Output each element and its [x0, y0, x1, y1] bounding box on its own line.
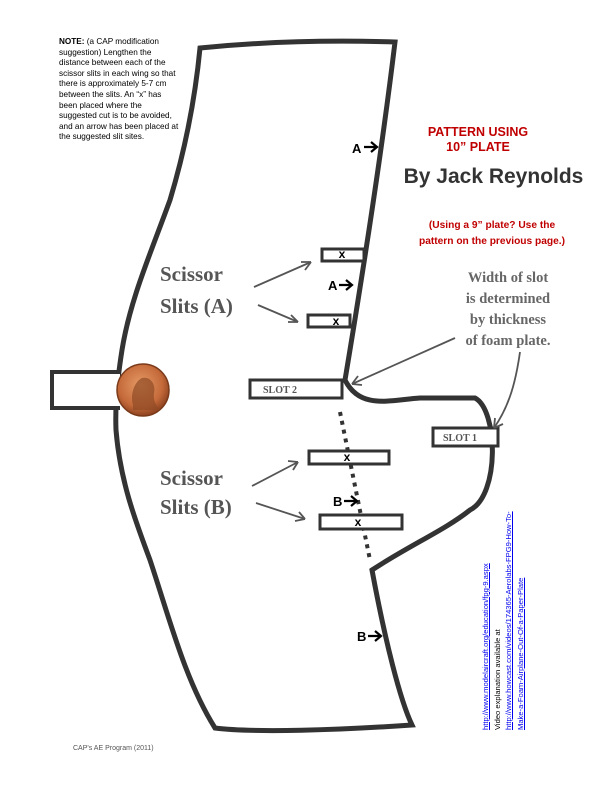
link-modelaircraft[interactable]: http://www.modelaircraft.org/education/f… [481, 563, 490, 730]
arrow-a-mid: A [328, 278, 354, 293]
scissor-slits-b-label-line1: Scissor [160, 466, 223, 490]
avoid-cut-x-b1: x [344, 450, 351, 464]
slot-2-label: SLOT 2 [263, 385, 297, 396]
scissor-slits-a-label-line2: Slits (A) [160, 294, 233, 318]
pattern-title-line1: PATTERN USING [427, 125, 529, 139]
pointer-arrow-slot1 [493, 351, 521, 429]
scissor-slit-a1 [320, 247, 366, 263]
pointer-arrow-b2 [255, 502, 306, 520]
scissor-slit-b2 [318, 513, 404, 531]
arrow-right-icon [364, 141, 379, 153]
pattern-title-line2: 10” PLATE [446, 140, 510, 154]
plate-size-note: (Using a 9” plate? Use the pattern on th… [394, 218, 590, 250]
slot-width-line3: by thickness [470, 312, 547, 328]
slot-1-label: SLOT 1 [443, 433, 477, 444]
arrow-b-mid: B [333, 494, 359, 509]
arrow-right-icon [339, 279, 354, 291]
slot-width-line2: is determined [466, 291, 550, 307]
slot-width-line1: Width of slot [468, 270, 548, 286]
link-howcast[interactable]: http://www.howcast.com/videos/174365-Aer… [504, 511, 525, 730]
arrow-a-top: A [352, 141, 379, 156]
slot-2 [248, 378, 344, 400]
avoid-cut-x-a1: x [339, 247, 346, 261]
penny-portrait [132, 377, 160, 410]
tail-stub [50, 370, 120, 410]
pointer-arrow-a2 [257, 304, 299, 323]
avoid-cut-x-b2: x [355, 515, 362, 529]
note-label: NOTE: [59, 37, 85, 46]
note-text: (a CAP modification suggestion) Lengthen… [59, 37, 179, 142]
scissor-slit-b1 [307, 449, 391, 466]
fold-line-dotted [338, 411, 372, 561]
footer-credit: CAP's AE Program (2011) [73, 745, 154, 752]
cap-note: NOTE: (a CAP modification suggestion) Le… [59, 37, 179, 143]
svg-text:B: B [333, 494, 342, 509]
svg-text:A: A [352, 141, 362, 156]
wing-outline [113, 38, 495, 734]
arrow-right-icon [368, 630, 383, 642]
pointer-arrow-slot2 [351, 337, 456, 385]
slot-width-line4: of foam plate. [466, 333, 551, 349]
arrow-b-bottom: B [357, 629, 383, 644]
video-label: Video explanation available at [492, 629, 502, 730]
plate-note-line2: pattern on the previous page.) [418, 236, 566, 247]
author-byline: By Jack Reynolds [403, 165, 584, 188]
pointer-arrow-a1 [253, 261, 312, 288]
reference-links: http://www.modelaircraft.org/education/f… [480, 500, 526, 730]
avoid-cut-x-a2: x [333, 314, 340, 328]
scissor-slit-a2 [306, 313, 352, 329]
scissor-slits-a-label-line1: Scissor [160, 262, 223, 286]
scissor-slits-b-label-line2: Slits (B) [160, 495, 232, 519]
svg-text:B: B [357, 629, 366, 644]
pattern-title: PATTERN USING 10” PLATE [400, 125, 556, 155]
arrow-right-icon [344, 495, 359, 507]
pointer-arrow-b1 [251, 461, 299, 487]
plate-note-line1: (Using a 9” plate? Use the [428, 220, 556, 231]
svg-text:A: A [328, 278, 338, 293]
slot-1 [431, 426, 500, 448]
